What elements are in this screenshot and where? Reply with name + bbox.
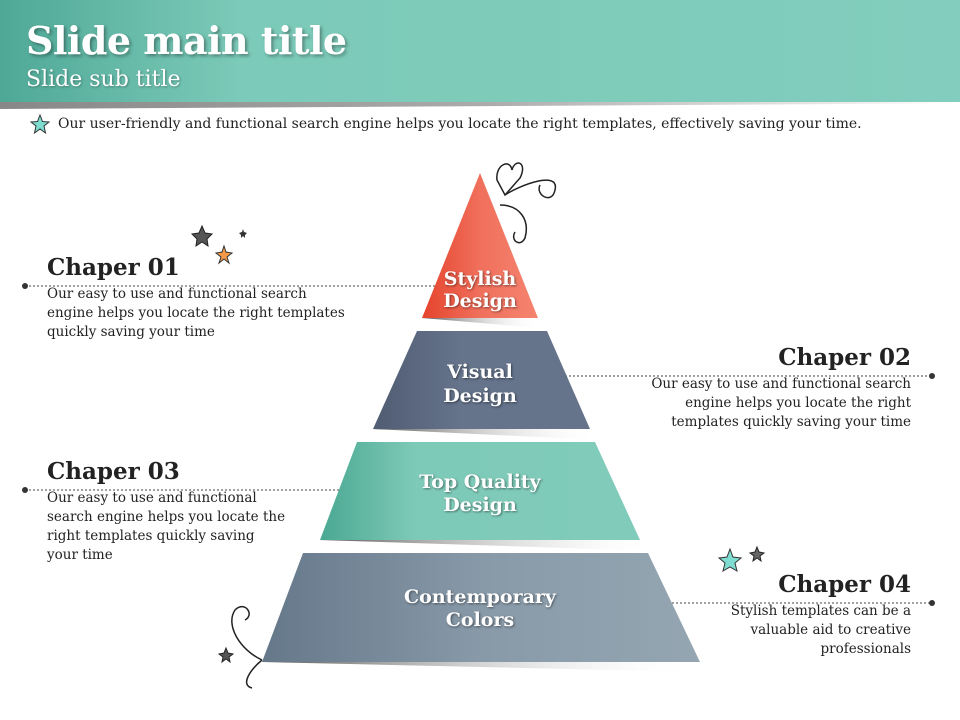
chapter-04: Chaper 04 Stylish templates can be a val… xyxy=(720,571,911,659)
chapter-title: Chaper 01 xyxy=(47,254,180,281)
tier-shadow xyxy=(422,318,540,328)
tier-label: Colors xyxy=(446,609,514,631)
slide-title: Slide main title xyxy=(26,18,347,63)
tier-shadow xyxy=(372,429,600,440)
tier-contemporary-colors xyxy=(262,553,700,662)
header-shadow xyxy=(0,102,960,109)
intro-line: Our user-friendly and functional search … xyxy=(30,114,862,134)
star-doodle-icon xyxy=(190,224,214,248)
chapter-title: Chaper 04 xyxy=(778,571,911,598)
connector-dot xyxy=(22,283,28,289)
star-doodle-icon xyxy=(748,545,766,563)
star-doodle-icon xyxy=(214,244,234,265)
tier-top-quality-design xyxy=(320,442,640,540)
chapter-title: Chaper 03 xyxy=(47,458,180,485)
tier-label: Design xyxy=(443,290,517,312)
tier-label: Design xyxy=(443,385,517,407)
tier-label: Design xyxy=(443,494,517,516)
tier-label: Contemporary xyxy=(404,586,557,608)
tier-visual-design xyxy=(373,331,590,429)
chapter-01: Chaper 01 Our easy to use and functional… xyxy=(47,254,347,342)
tier-label: Stylish xyxy=(444,268,517,290)
tier-label: Visual xyxy=(446,361,513,383)
slide-header: Slide main title Slide sub title xyxy=(0,0,960,102)
connector-lines xyxy=(25,285,932,604)
connector-dot xyxy=(929,373,935,379)
star-doodle-icon xyxy=(239,229,247,238)
tier-stylish-design xyxy=(422,173,538,318)
swirl-doodle-icon xyxy=(496,162,556,244)
star-icon xyxy=(30,114,50,134)
chapter-text: Our easy to use and functional search en… xyxy=(47,286,345,340)
chapter-03: Chaper 03 Our easy to use and functional… xyxy=(47,458,287,565)
connector-dot xyxy=(22,487,28,493)
swirl-doodle-icon xyxy=(231,605,263,689)
slide-subtitle: Slide sub title xyxy=(26,67,181,92)
tier-shadow xyxy=(262,662,700,672)
chapter-02: Chaper 02 Our easy to use and functional… xyxy=(620,344,911,432)
tier-shadow xyxy=(320,540,660,551)
star-doodle-icon xyxy=(717,547,743,573)
chapter-text: Our easy to use and functional search en… xyxy=(47,490,286,563)
chapter-title: Chaper 02 xyxy=(778,344,911,371)
star-doodle-icon xyxy=(217,646,235,664)
chapter-text: Stylish templates can be a valuable aid … xyxy=(730,603,911,657)
intro-text: Our user-friendly and functional search … xyxy=(58,116,862,132)
tier-label: Top Quality xyxy=(419,471,541,493)
connector-dot xyxy=(929,600,935,606)
chapter-text: Our easy to use and functional search en… xyxy=(651,376,911,430)
